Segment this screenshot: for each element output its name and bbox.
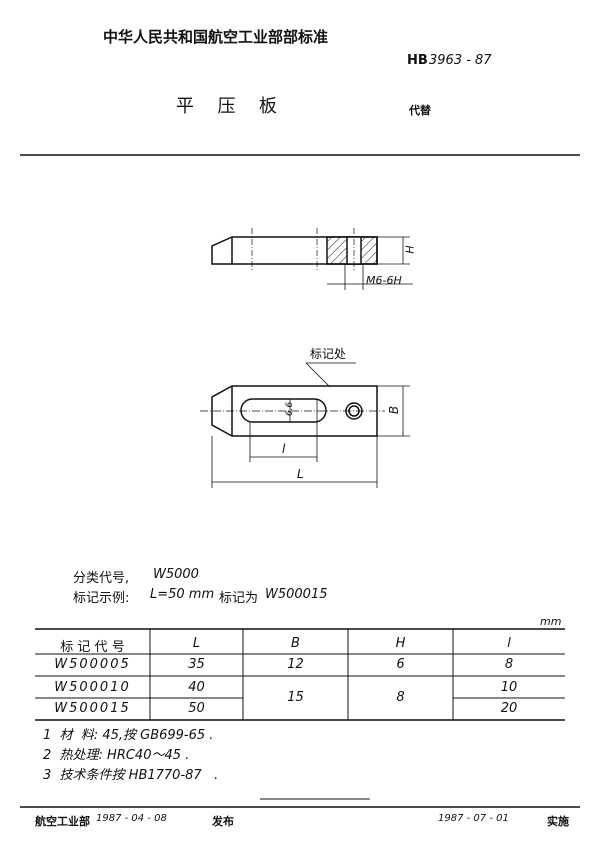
effective-word: 实施 — [547, 815, 569, 828]
example-label: 标记示例: — [73, 591, 130, 606]
header-cell: 标 记 代 号 — [60, 640, 125, 655]
dim-L: L — [297, 467, 304, 481]
table-grid — [20, 628, 580, 808]
table-cell: 20 — [500, 701, 518, 716]
header-cell: B — [291, 636, 300, 651]
example-mark-label: 标记为 — [219, 591, 259, 606]
org-title: 中华人民共和国航空工业部部标准 — [103, 28, 329, 46]
top-view — [200, 362, 410, 488]
replaces-label: 代替 — [409, 104, 431, 117]
table-cell: 15 — [287, 690, 304, 705]
side-view — [211, 228, 413, 290]
table-cell: 6 — [396, 657, 405, 672]
header-cell: H — [395, 636, 406, 651]
dim-l: l — [282, 442, 286, 456]
example-mark: W500015 — [265, 587, 328, 602]
table-cell: W500015 — [54, 701, 131, 716]
example-L: L=50 mm — [150, 587, 215, 602]
table-cell: 10 — [500, 680, 518, 695]
mark-location-label: 标记处 — [310, 347, 347, 361]
issue-word: 发布 — [212, 815, 234, 828]
class-value: W5000 — [153, 567, 199, 582]
table-cell: W500005 — [54, 657, 131, 672]
thread-label: M6-6H — [366, 274, 402, 287]
note-2: 2 热处理: HRC40～45 . — [43, 748, 190, 763]
table-cell: 8 — [396, 690, 405, 705]
unit-label: mm — [540, 615, 562, 628]
dim-H: H — [403, 245, 417, 254]
issue-date: 1987 - 04 - 08 — [96, 813, 167, 824]
table-cell: 40 — [188, 680, 205, 695]
note-1: 1 材 料: 45,按 GB699-65 . — [43, 728, 214, 743]
doc-title: 平 压 板 — [176, 96, 281, 117]
class-label: 分类代号, — [73, 571, 130, 586]
slot-width: 6.6 — [285, 401, 296, 417]
table-cell: 50 — [188, 701, 205, 716]
header-cell: L — [192, 636, 201, 651]
std-number: 3963 - 87 — [429, 53, 492, 68]
std-prefix: HB — [407, 53, 428, 68]
table-cell: W500010 — [54, 680, 131, 695]
table-cell: 35 — [188, 657, 205, 672]
note-3: 3 技术条件按 HB1770-87 . — [43, 768, 219, 783]
issuer: 航空工业部 — [35, 815, 90, 828]
dim-B: B — [387, 405, 402, 415]
effective-date: 1987 - 07 - 01 — [438, 813, 509, 824]
table-cell: 8 — [504, 657, 514, 672]
header-cell: l — [507, 636, 511, 651]
table-cell: 12 — [287, 657, 304, 672]
